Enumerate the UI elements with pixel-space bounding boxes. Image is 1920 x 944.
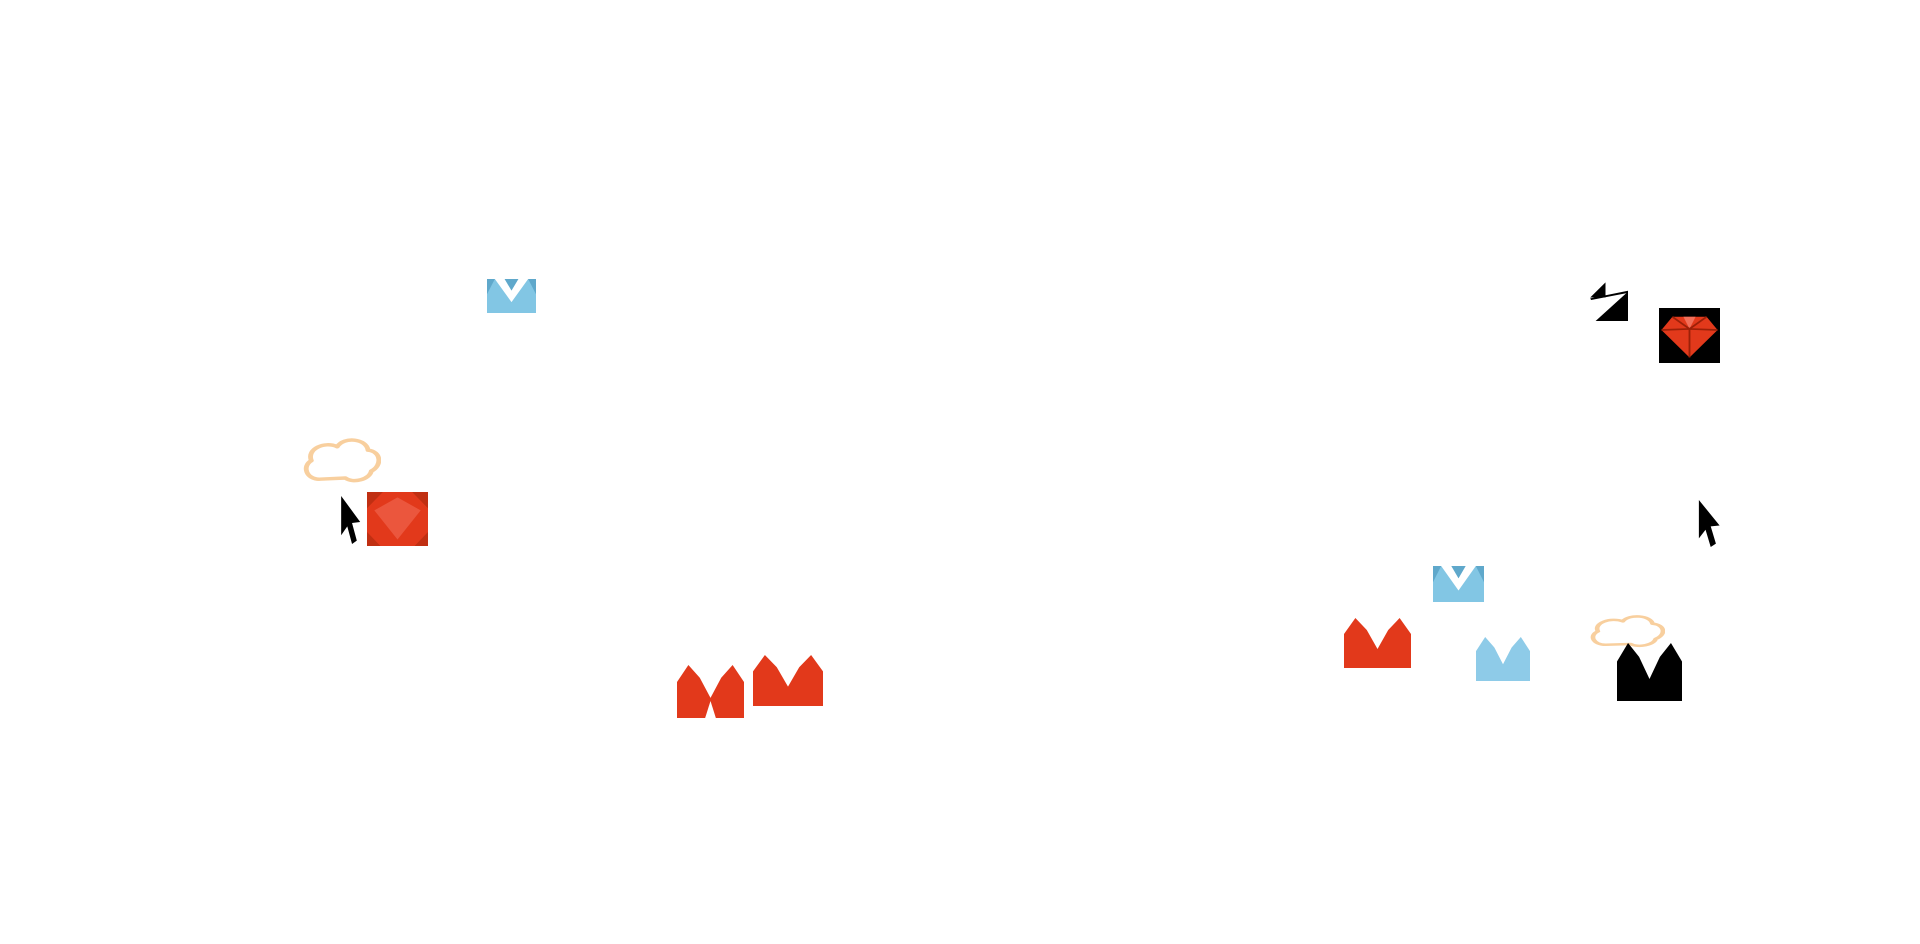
ruby-tile-icon (367, 492, 428, 546)
gem-pavilion-icon (677, 665, 744, 718)
cursor-arrow-icon (1698, 500, 1720, 548)
gem-pavilion-icon (753, 655, 823, 706)
gem-pavilion-blue[interactable] (1476, 637, 1530, 681)
gem-pavilion-red-1[interactable] (1344, 618, 1411, 668)
gem-top-blue-2[interactable] (1433, 566, 1484, 602)
ruby-on-black-icon (1659, 308, 1720, 363)
gem-pavilion-icon (1617, 643, 1682, 701)
cursor-arrow-icon (341, 496, 361, 545)
cursor-arrow-2 (1690, 500, 1727, 548)
black-corner-triangles (1583, 279, 1628, 321)
gem-pavilion-red-2[interactable] (677, 665, 744, 718)
cloud-outline-icon (303, 438, 381, 483)
cloud-outline-2 (1587, 607, 1665, 649)
gem-top-icon (487, 279, 536, 313)
cloud-outline-1 (300, 427, 381, 485)
gem-top-icon (1433, 566, 1484, 602)
gem-top-blue-1[interactable] (487, 279, 536, 313)
ruby-gem-black-tile[interactable] (1659, 308, 1720, 363)
gem-pavilion-icon (1344, 618, 1411, 668)
gem-pavilion-icon (1476, 637, 1530, 681)
gem-pavilion-red-3[interactable] (753, 655, 823, 706)
diagonal-triangles-icon (1590, 282, 1628, 321)
ruby-tile[interactable] (367, 492, 428, 546)
cursor-arrow-1 (333, 496, 367, 545)
cloud-outline-icon (1590, 615, 1665, 648)
gem-pavilion-black[interactable] (1617, 643, 1682, 701)
